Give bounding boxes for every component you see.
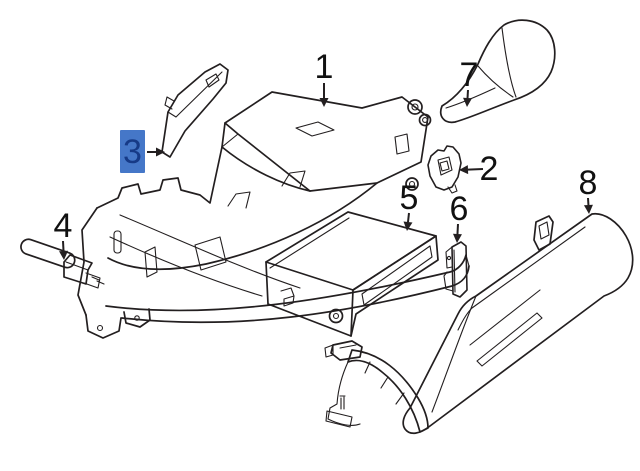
callout-arrow-6 — [452, 223, 462, 243]
callout-number-4[interactable]: 4 — [53, 207, 73, 245]
part-2-latch-drawing — [427, 145, 462, 194]
callout-arrow-5 — [403, 212, 413, 231]
part-7-trim-drawing — [439, 19, 556, 124]
callout-arrow-2 — [459, 165, 484, 175]
part-6-bracket-drawing — [443, 241, 468, 298]
callout-number-7[interactable]: 7 — [459, 56, 479, 94]
callout-number-1[interactable]: 1 — [314, 48, 334, 86]
callout-number-5[interactable]: 5 — [399, 179, 419, 217]
callout-number-6[interactable]: 6 — [449, 190, 469, 228]
part-8-door-drawing — [402, 212, 634, 435]
part-5-tray-drawing — [265, 211, 439, 337]
callout-arrow-3 — [147, 147, 165, 157]
callout-arrow-7 — [463, 89, 473, 107]
door-arm-drawing — [324, 340, 429, 433]
callout-arrow-4 — [59, 240, 69, 260]
callout-arrow-1 — [319, 83, 329, 107]
callout-arrow-8 — [583, 197, 593, 214]
part-4-damper-drawing — [20, 238, 105, 289]
part-1-housing-drawing — [77, 91, 470, 339]
callout-number-3[interactable]: 3 — [120, 130, 145, 173]
callout-number-2[interactable]: 2 — [479, 150, 499, 188]
callout-number-8[interactable]: 8 — [578, 164, 598, 202]
callout-arrows — [59, 83, 593, 260]
part-3-panel-drawing — [161, 63, 229, 158]
